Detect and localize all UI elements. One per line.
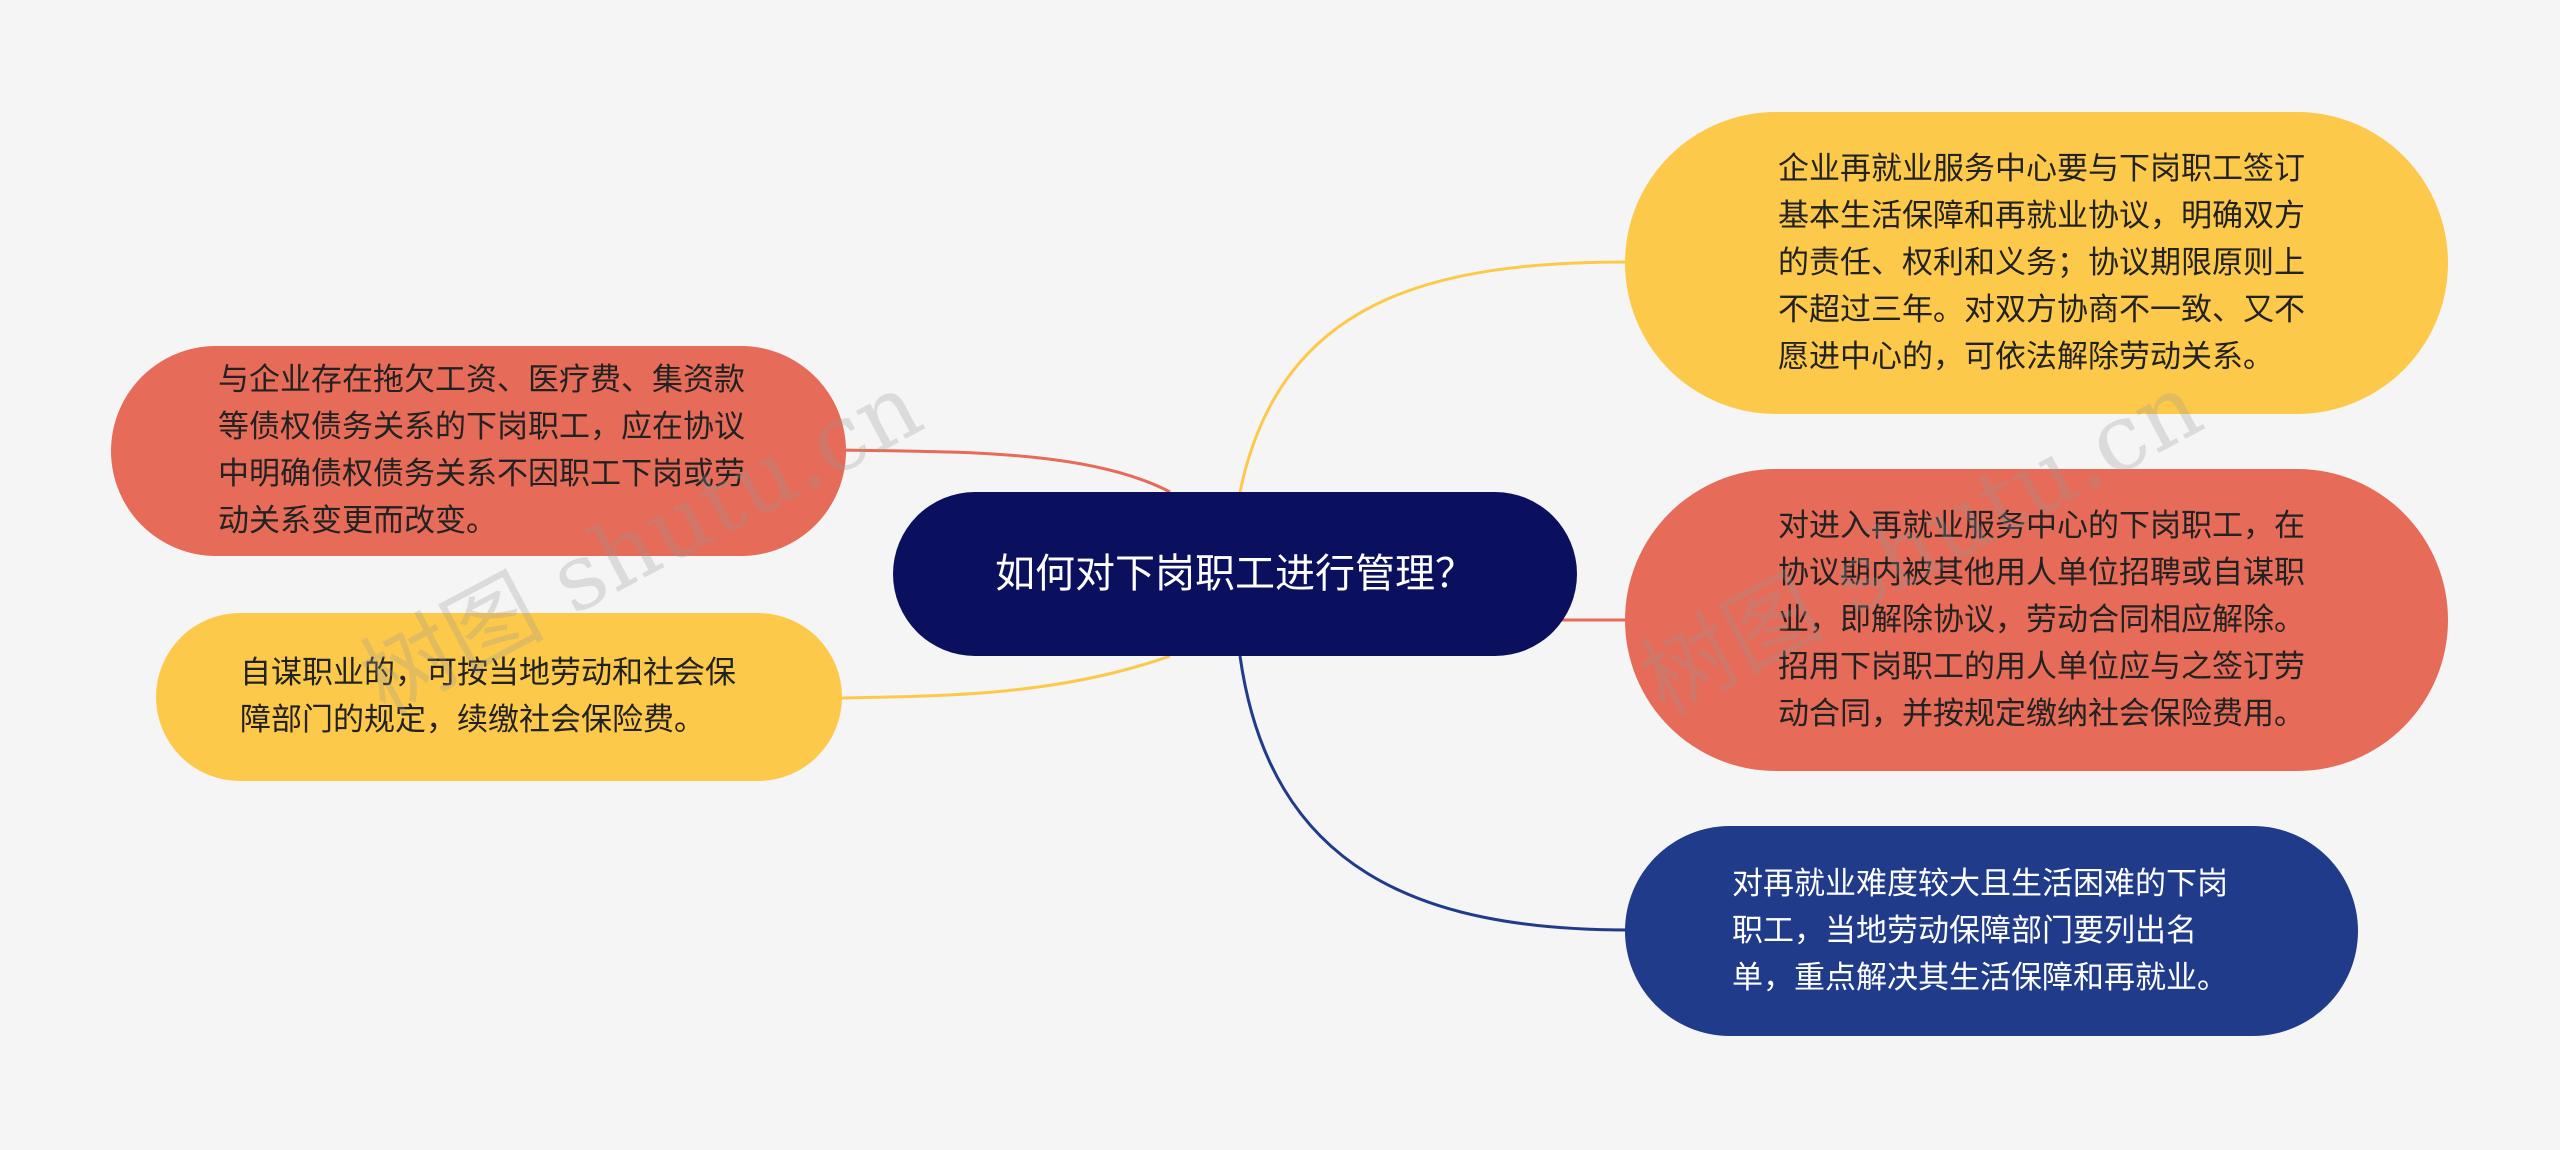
branch-left2-label: 自谋职业的，可按当地劳动和社会保障部门的规定，续缴社会保险费。 [240,655,736,738]
branch-left1-label: 与企业存在拖欠工资、医疗费、集资款等债权债务关系的下岗职工，应在协议中明确债权债… [218,362,745,539]
branch-right1[interactable]: 企业再就业服务中心要与下岗职工签订基本生活保障和再就业协议，明确双方的责任、权利… [1625,112,2448,414]
root-topic[interactable]: 如何对下岗职工进行管理？ [893,492,1577,656]
connector-right3 [1238,655,1629,932]
branch-right3[interactable]: 对再就业难度较大且生活困难的下岗职工，当地劳动保障部门要列出名单，重点解决其生活… [1625,826,2358,1036]
branch-right3-label: 对再就业难度较大且生活困难的下岗职工，当地劳动保障部门要列出名单，重点解决其生活… [1732,865,2228,996]
branch-right2[interactable]: 对进入再就业服务中心的下岗职工，在协议期内被其他用人单位招聘或自谋职业，即解除协… [1625,469,2448,771]
branch-right1-label: 企业再就业服务中心要与下岗职工签订基本生活保障和再就业协议，明确双方的责任、权利… [1778,150,2305,375]
branch-left2[interactable]: 自谋职业的，可按当地劳动和社会保障部门的规定，续缴社会保险费。 [156,613,842,781]
connector-left2 [839,654,1171,700]
root-topic-label: 如何对下岗职工进行管理？ [995,551,1475,597]
connector-right1 [1238,260,1629,493]
branch-left1[interactable]: 与企业存在拖欠工资、医疗费、集资款等债权债务关系的下岗职工，应在协议中明确债权债… [111,346,846,556]
connector-left1 [839,448,1171,494]
branch-right2-label: 对进入再就业服务中心的下岗职工，在协议期内被其他用人单位招聘或自谋职业，即解除协… [1778,507,2305,732]
